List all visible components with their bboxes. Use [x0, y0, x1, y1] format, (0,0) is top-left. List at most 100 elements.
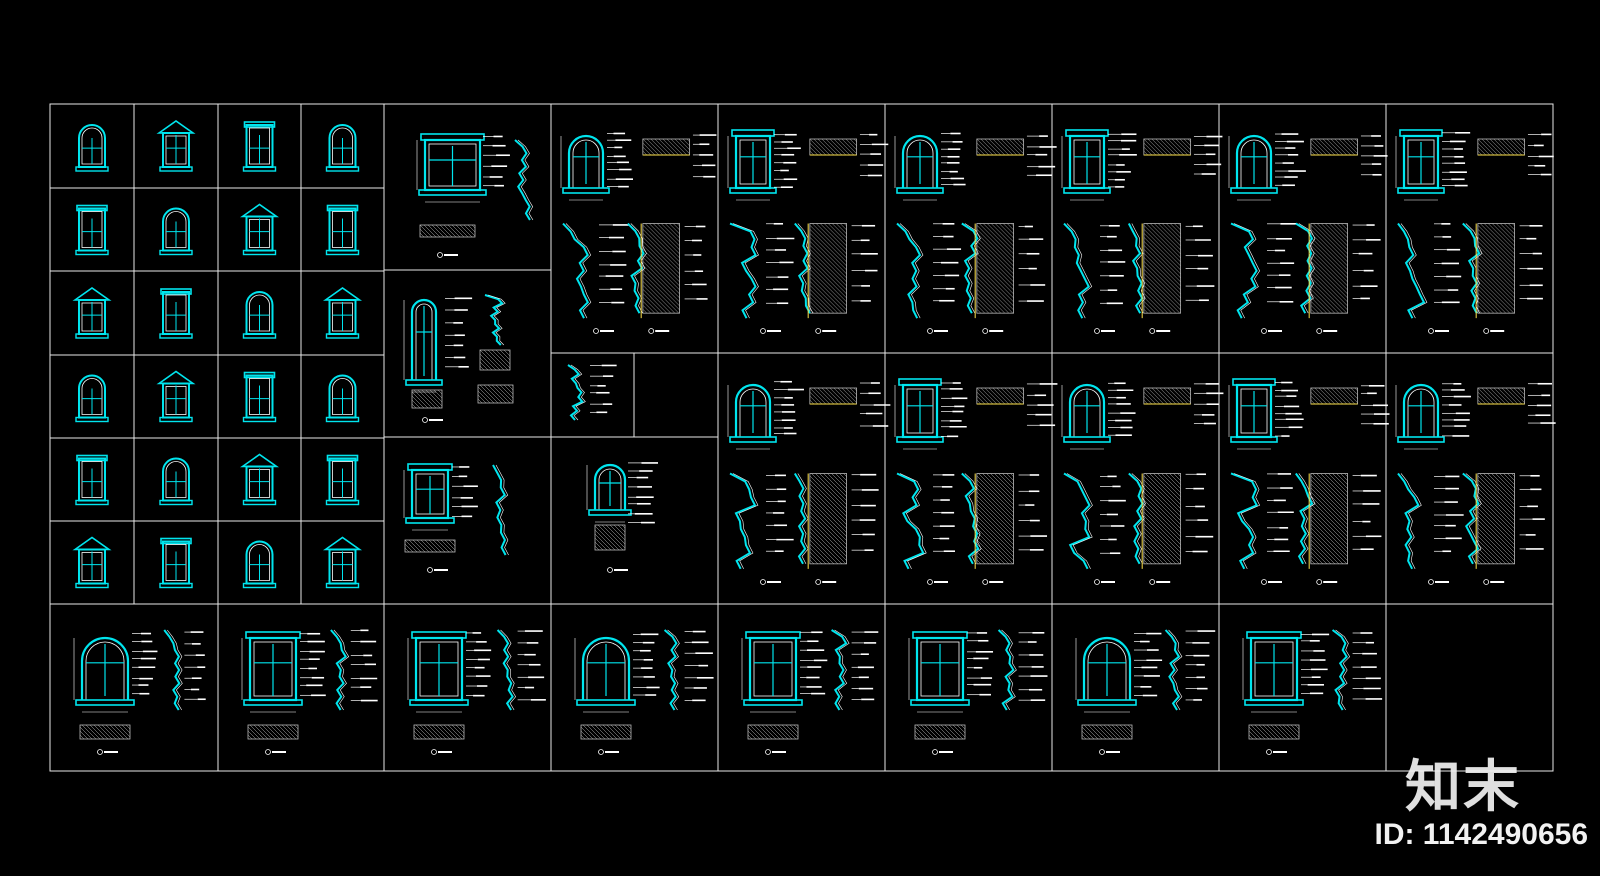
- elevation-drawing: [574, 636, 636, 713]
- profile-section: [627, 222, 647, 314]
- window-thumbnail: [156, 120, 196, 172]
- leader-lines: [1026, 383, 1058, 427]
- profile-section: [1063, 472, 1093, 570]
- profile-section: [1230, 472, 1261, 570]
- leader-lines: [851, 224, 878, 302]
- drawing-tag: [1094, 328, 1115, 334]
- window-thumbnail: [322, 536, 363, 589]
- leader-lines: [607, 132, 634, 188]
- leader-lines: [1442, 131, 1471, 187]
- leader-lines: [851, 631, 879, 701]
- drawing-tag: [598, 749, 619, 755]
- profile-section: [1462, 222, 1483, 314]
- profile-section: [330, 629, 350, 711]
- sheet-frames: [49, 103, 1554, 772]
- leader-lines: [1267, 473, 1294, 553]
- profile-section: [961, 472, 982, 565]
- leader-lines: [599, 224, 630, 304]
- profile-section: [1397, 222, 1428, 319]
- elevation-drawing: [1228, 378, 1278, 450]
- section-hatch: [594, 524, 626, 551]
- window-thumbnail: [322, 287, 363, 339]
- leader-lines: [1527, 133, 1554, 176]
- elevation-drawing: [403, 463, 455, 531]
- drawing-tag: [927, 579, 948, 585]
- section-hatch: [1143, 473, 1181, 565]
- section-hatch: [976, 387, 1025, 405]
- window-thumbnail: [159, 207, 193, 256]
- leader-lines: [1519, 474, 1545, 550]
- drawing-tag: [760, 579, 781, 585]
- leader-lines: [1527, 382, 1556, 424]
- section-hatch: [1477, 223, 1515, 314]
- section-hatch: [247, 724, 299, 740]
- section-hatch: [413, 724, 465, 740]
- sheet-content: [72, 120, 1556, 755]
- leader-lines: [933, 474, 955, 553]
- leader-lines: [1352, 224, 1381, 300]
- elevation-drawing: [73, 636, 135, 713]
- leader-lines: [1352, 474, 1382, 551]
- section-hatch: [976, 138, 1025, 156]
- drawing-tag: [1094, 579, 1115, 585]
- leader-lines: [184, 631, 206, 701]
- elevation-drawing: [1061, 129, 1111, 201]
- leader-lines: [1108, 133, 1137, 188]
- window-thumbnail: [156, 370, 196, 423]
- leader-lines: [1018, 225, 1046, 302]
- profile-section: [1164, 629, 1183, 711]
- leader-lines: [590, 364, 617, 414]
- leader-lines: [800, 631, 828, 695]
- drawing-tag: [1428, 328, 1449, 334]
- elevation-drawing: [407, 631, 469, 713]
- drawing-tag: [815, 328, 837, 334]
- drawing-tag: [982, 579, 1004, 585]
- leader-lines: [1275, 381, 1304, 437]
- leader-lines: [452, 466, 478, 518]
- drawing-tag: [1428, 579, 1449, 585]
- window-thumbnail: [75, 454, 109, 506]
- drawing-tag: [431, 749, 452, 755]
- leader-lines: [1442, 382, 1471, 437]
- profile-section: [896, 222, 924, 319]
- section-hatch: [580, 724, 632, 740]
- section-hatch: [1310, 473, 1348, 565]
- leader-lines: [774, 380, 804, 435]
- profile-section: [484, 294, 506, 346]
- elevation-drawing: [1061, 383, 1111, 450]
- leader-lines: [1301, 633, 1330, 695]
- watermark-logo: 知末: [1405, 755, 1521, 820]
- leader-lines: [628, 462, 659, 524]
- leader-lines: [941, 382, 968, 438]
- elevation-drawing: [908, 631, 970, 713]
- drawing-tag: [927, 328, 948, 334]
- leader-lines: [1108, 382, 1136, 436]
- leader-lines: [1267, 223, 1298, 303]
- section-hatch: [404, 539, 456, 553]
- drawing-tag: [982, 328, 1004, 334]
- leader-lines: [1100, 475, 1126, 555]
- window-thumbnail: [72, 287, 112, 339]
- profile-section: [793, 472, 809, 565]
- section-hatch: [642, 223, 680, 314]
- section-hatch: [1477, 387, 1526, 405]
- section-hatch: [1310, 223, 1348, 314]
- section-hatch: [809, 473, 847, 565]
- elevation-drawing: [727, 129, 777, 201]
- profile-section: [562, 222, 592, 319]
- window-thumbnail: [75, 374, 109, 423]
- profile-section: [1397, 472, 1422, 570]
- drawing-tag: [1149, 579, 1171, 585]
- profile-section: [1462, 472, 1482, 565]
- watermark-id: ID: 1142490656: [1374, 818, 1588, 851]
- leader-lines: [1360, 135, 1388, 176]
- profile-section: [567, 364, 586, 421]
- elevation-drawing: [741, 631, 803, 713]
- profile-section: [496, 629, 517, 711]
- section-hatch: [477, 384, 514, 404]
- profile-section: [663, 629, 680, 711]
- section-hatch: [1477, 473, 1515, 565]
- drawing-tag: [1483, 328, 1505, 334]
- leader-lines: [859, 133, 889, 177]
